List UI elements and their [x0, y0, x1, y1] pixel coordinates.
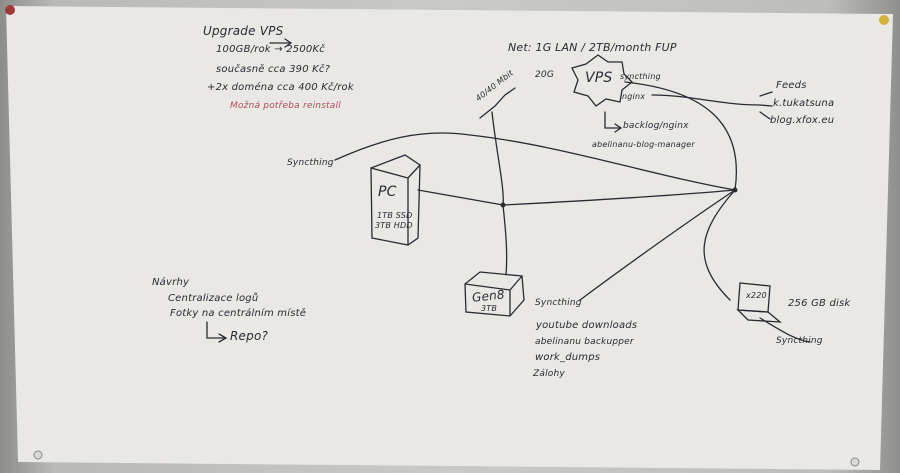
syncthing-left-label: Syncthing	[287, 158, 334, 168]
line-feeds-tick1	[759, 91, 773, 97]
vps-shape	[571, 54, 633, 107]
x220-label: x220	[746, 291, 767, 300]
ideas-item-1: Centralizace logů	[168, 293, 259, 304]
line-pc-junction	[417, 189, 504, 206]
pin-top-right	[879, 15, 889, 25]
pc-label: PC	[378, 184, 397, 200]
line-feeds-tick2	[759, 104, 773, 107]
x220-syncthing: Syncthing	[776, 336, 823, 346]
gen8-box-shape	[464, 271, 525, 317]
vps-prefix: 20G	[535, 70, 555, 80]
feeds-item-2: blog.xfox.eu	[770, 115, 835, 126]
x220-disk: 256 GB disk	[788, 298, 851, 309]
pc-tower-shape	[370, 154, 421, 246]
line-feeds-tick3	[759, 111, 771, 120]
gen8-service-2: youtube downloads	[536, 320, 638, 331]
line-junction-hub	[502, 189, 736, 206]
line-uplink	[479, 87, 516, 119]
ideas-item-2: Fotky na centrálním místě	[170, 308, 307, 319]
gen8-service-5: Zálohy	[533, 369, 565, 379]
arrow-backlog	[604, 111, 621, 129]
feeds-item-1: k.tukatsuna	[773, 98, 835, 109]
gen8-service-3: abelinanu backupper	[535, 337, 634, 347]
pin-bottom-left	[33, 450, 43, 460]
vps-backlog: backlog/nginx	[623, 121, 689, 131]
network-note: Net: 1G LAN / 2TB/month FUP	[508, 41, 677, 54]
vps-service-nginx: nginx	[622, 92, 646, 101]
upgrade-vps-note: Možná potřeba reinstall	[230, 101, 341, 111]
upgrade-vps-line2: současně cca 390 Kč?	[216, 64, 331, 75]
ideas-title: Návrhy	[152, 277, 190, 288]
line-nginx-feeds	[651, 94, 761, 106]
arrow-repo	[206, 321, 226, 339]
vps-service-syncthing: syncthing	[620, 72, 661, 81]
pc-storage-ssd: 1TB SSD	[377, 211, 413, 220]
vps-blog-manager: abelinanu-blog-manager	[592, 140, 695, 149]
line-syncthing-arc	[334, 132, 736, 191]
paper-sheet	[6, 6, 893, 470]
pin-top-left	[5, 5, 15, 15]
upgrade-vps-line3: +2x doména cca 400 Kč/rok	[207, 82, 354, 93]
gen8-service-4: work_dumps	[535, 352, 601, 363]
line-vps-hub	[624, 81, 737, 191]
upgrade-vps-title: Upgrade VPS	[203, 24, 284, 38]
hub-dot	[732, 187, 738, 193]
junction-dot	[500, 202, 506, 208]
gen8-storage: 3TB	[481, 304, 498, 313]
gen8-service-1: Syncthing	[535, 298, 582, 308]
vps-label: VPS	[585, 70, 613, 86]
x220-laptop-shape	[736, 282, 782, 323]
pin-bottom-right	[850, 457, 860, 467]
feeds-title: Feeds	[776, 80, 807, 91]
upgrade-vps-line1: 100GB/rok → 2500Kč	[216, 44, 325, 55]
arrow-repo-head	[218, 333, 228, 343]
line-hub-x220	[703, 189, 736, 301]
arrow-upgrade-head	[284, 38, 293, 48]
line-hub-gen8	[579, 189, 736, 301]
arrow-backlog-head	[614, 123, 623, 133]
pc-storage-hdd: 3TB HDD	[375, 221, 413, 230]
ideas-repo: Repo?	[230, 329, 269, 343]
